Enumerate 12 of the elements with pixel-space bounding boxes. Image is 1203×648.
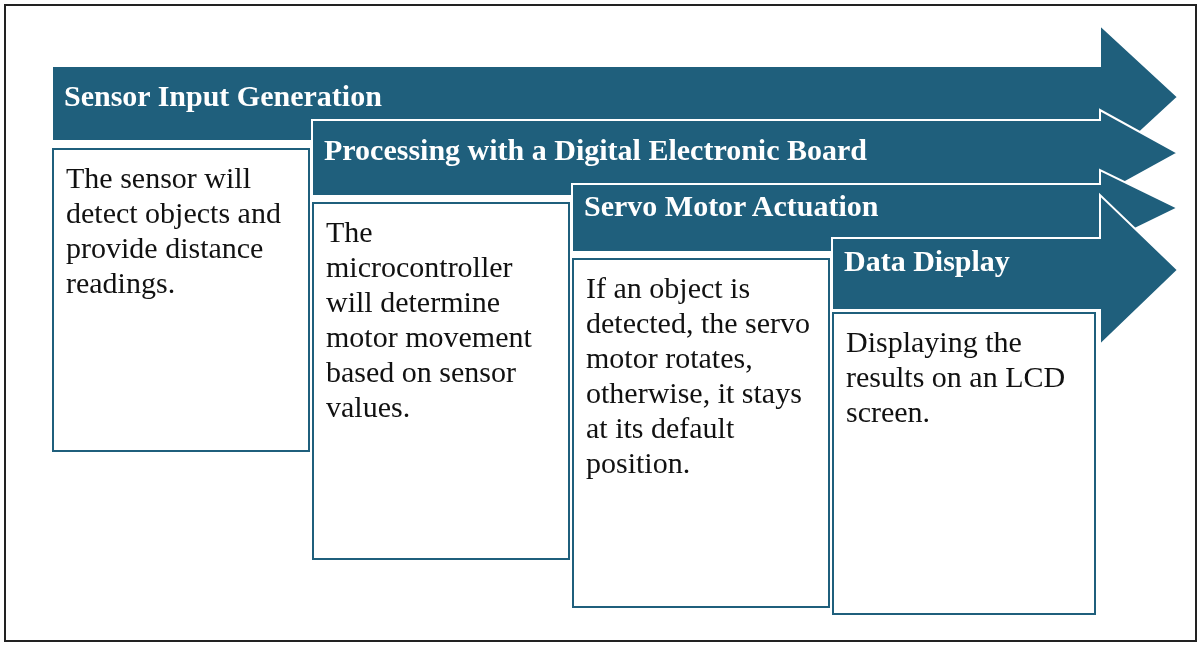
description-text: If an object is detected, the servo motor rotates, otherwise, it stays at its default position. — [586, 270, 812, 480]
description-text: The sensor will detect objects and provide distance readings. — [66, 160, 282, 300]
step-heading: Servo Motor Actuation — [584, 188, 879, 224]
description-text: The microcontroller will determine motor movement based on sensor values. — [326, 214, 533, 424]
description-box — [572, 258, 830, 608]
description-box — [832, 312, 1096, 615]
step-heading: Sensor Input Generation — [64, 78, 382, 114]
step-heading: Processing with a Digital Electronic Board — [324, 132, 868, 168]
description-box — [52, 148, 310, 452]
description-box — [312, 202, 570, 560]
description-text: Displaying the results on an LCD screen. — [846, 324, 1067, 429]
step-heading: Data Display — [844, 243, 1010, 279]
